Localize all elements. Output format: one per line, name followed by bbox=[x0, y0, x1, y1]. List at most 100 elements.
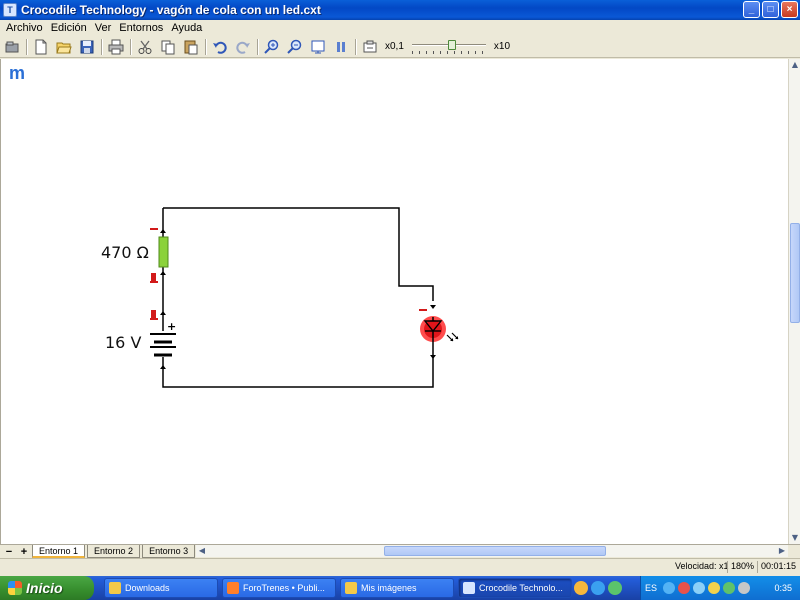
undo-icon[interactable] bbox=[210, 38, 230, 56]
horizontal-scroll-thumb[interactable] bbox=[384, 546, 606, 556]
led-ray-arrows bbox=[450, 336, 458, 341]
copy-icon[interactable] bbox=[158, 38, 178, 56]
cut-icon[interactable] bbox=[135, 38, 155, 56]
menu-edicion[interactable]: Edición bbox=[50, 22, 87, 34]
pause-icon[interactable] bbox=[331, 38, 351, 56]
speed-max-label: x10 bbox=[493, 41, 511, 52]
paste-icon[interactable] bbox=[181, 38, 201, 56]
circuit-diagram bbox=[150, 207, 459, 388]
arrow-3 bbox=[160, 311, 166, 315]
arrow-4 bbox=[160, 365, 166, 369]
scroll-left-icon[interactable]: ◀ bbox=[198, 546, 206, 555]
export-icon[interactable] bbox=[360, 38, 380, 56]
task-forotrenes[interactable]: ForoTrenes • Publi... bbox=[222, 578, 336, 598]
start-button[interactable]: Inicio bbox=[0, 576, 94, 600]
vertical-scrollbar[interactable]: ▲ ▼ bbox=[788, 59, 800, 544]
toolbar-separator bbox=[101, 38, 102, 55]
toolbar-separator bbox=[257, 38, 258, 55]
toolbar-separator bbox=[130, 38, 131, 55]
wires bbox=[162, 207, 434, 388]
arrow-1 bbox=[160, 229, 166, 233]
window-controls: _ □ × bbox=[743, 1, 798, 18]
scroll-up-icon[interactable]: ▲ bbox=[791, 60, 799, 69]
probe-battery-top[interactable] bbox=[151, 310, 156, 319]
system-tray: ES 0:35 bbox=[640, 576, 800, 600]
fit-icon[interactable] bbox=[308, 38, 328, 56]
current-arrows bbox=[160, 229, 436, 369]
task-downloads[interactable]: Downloads bbox=[104, 578, 218, 598]
title-bar[interactable]: T Crocodile Technology - vagón de cola c… bbox=[0, 0, 800, 20]
new-file-icon[interactable] bbox=[31, 38, 51, 56]
crocodile-logo: m bbox=[9, 63, 26, 83]
folder-icon bbox=[109, 582, 121, 594]
zoom-in-icon[interactable] bbox=[262, 38, 282, 56]
slider-ticks bbox=[411, 50, 486, 54]
menu-archivo[interactable]: Archivo bbox=[6, 22, 43, 34]
arrow-2 bbox=[160, 271, 166, 275]
security-icon[interactable] bbox=[678, 582, 691, 594]
print-icon[interactable] bbox=[106, 38, 126, 56]
antivirus-icon[interactable] bbox=[723, 582, 736, 594]
zoom-out-icon[interactable] bbox=[285, 38, 305, 56]
tab-entorno-1[interactable]: Entorno 1 bbox=[32, 545, 86, 558]
open-file-icon[interactable] bbox=[54, 38, 74, 56]
maximize-button[interactable]: □ bbox=[762, 1, 779, 18]
redo-icon[interactable] bbox=[233, 38, 253, 56]
browser-icon bbox=[227, 582, 239, 594]
speed-slider[interactable] bbox=[410, 39, 488, 55]
messenger-icon[interactable] bbox=[693, 582, 706, 594]
status-separator bbox=[757, 561, 758, 573]
tab-entorno-3[interactable]: Entorno 3 bbox=[142, 545, 196, 558]
app-icon bbox=[463, 582, 475, 594]
task-label: Crocodile Technolo... bbox=[479, 583, 563, 593]
usb-icon[interactable] bbox=[738, 582, 751, 594]
task-crocodile[interactable]: Crocodile Technolo... bbox=[458, 578, 572, 598]
menu-ver[interactable]: Ver bbox=[94, 22, 112, 34]
language-indicator[interactable]: ES bbox=[645, 583, 658, 593]
probe-resistor-bottom[interactable] bbox=[151, 273, 156, 282]
resistor-value-label: 470 Ω bbox=[101, 243, 149, 262]
led[interactable] bbox=[420, 316, 459, 345]
speed-min-label: x0,1 bbox=[385, 41, 404, 52]
scroll-right-icon[interactable]: ▶ bbox=[778, 546, 786, 555]
battery-plus-label: + bbox=[167, 320, 177, 333]
battery[interactable] bbox=[150, 333, 176, 357]
save-icon[interactable] bbox=[77, 38, 97, 56]
status-speed: Velocidad: x1 bbox=[675, 561, 729, 571]
resistor[interactable] bbox=[158, 236, 169, 268]
network-icon[interactable] bbox=[663, 582, 676, 594]
ie-icon[interactable] bbox=[591, 581, 605, 595]
folder-icon bbox=[345, 582, 357, 594]
menu-entornos[interactable]: Entornos bbox=[119, 22, 164, 34]
task-label: Mis imágenes bbox=[361, 583, 417, 593]
quick-launch bbox=[574, 581, 625, 595]
chrome-icon[interactable] bbox=[574, 581, 588, 595]
add-tab-button[interactable]: + bbox=[20, 545, 28, 558]
horizontal-scrollbar[interactable]: ◀ ▶ bbox=[196, 545, 788, 557]
close-button[interactable]: × bbox=[781, 1, 798, 18]
scroll-down-icon[interactable]: ▼ bbox=[791, 533, 799, 542]
toolbar-separator bbox=[355, 38, 356, 55]
circuit-canvas[interactable]: m bbox=[0, 59, 788, 544]
remove-tab-button[interactable]: − bbox=[5, 545, 13, 558]
pencil-icon[interactable] bbox=[608, 581, 622, 595]
app-icon[interactable]: T bbox=[3, 3, 17, 17]
clock: 0:35 bbox=[774, 583, 792, 593]
toolbar-separator bbox=[26, 38, 27, 55]
menu-ayuda[interactable]: Ayuda bbox=[171, 22, 203, 34]
folder-open-icon[interactable] bbox=[2, 38, 22, 56]
volume-icon[interactable] bbox=[708, 582, 721, 594]
task-label: ForoTrenes • Publi... bbox=[243, 583, 325, 593]
window-title: Crocodile Technology - vagón de cola con… bbox=[21, 3, 321, 17]
slider-thumb[interactable] bbox=[448, 39, 457, 50]
battery-voltage-label: 16 V bbox=[105, 333, 142, 352]
minimize-button[interactable]: _ bbox=[743, 1, 760, 18]
menu-bar: Archivo Edición Ver Entornos Ayuda bbox=[0, 20, 800, 36]
tab-entorno-2[interactable]: Entorno 2 bbox=[87, 545, 141, 558]
task-mis-imagenes[interactable]: Mis imágenes bbox=[340, 578, 454, 598]
vertical-scroll-thumb[interactable] bbox=[790, 223, 800, 323]
wire-left-bottom[interactable] bbox=[162, 345, 434, 388]
wire-top[interactable] bbox=[163, 207, 434, 301]
task-label: Downloads bbox=[125, 583, 170, 593]
status-bar: Velocidad: x1 180% 00:01:15 bbox=[0, 558, 800, 574]
